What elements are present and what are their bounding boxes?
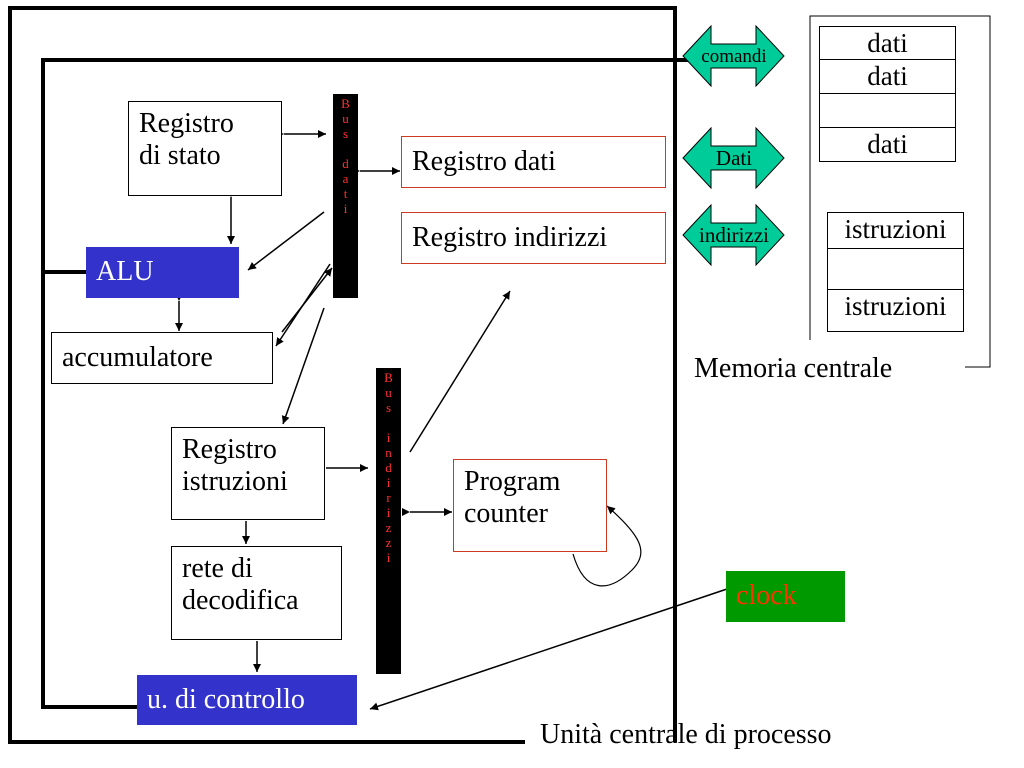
memory-instr-cell-1: istruzioni [827,212,964,249]
link-label-dati: Dati [716,146,752,170]
registro-stato-box: Registro di stato [128,101,282,196]
bus-indirizzi: B u s i n d i r i z z i [376,368,401,674]
arrow-pc-loop [572,505,642,587]
comandi-link-arrow [682,24,785,88]
bus-dati: B u s d a t i [333,94,358,298]
dati-link-arrow [682,126,785,190]
arrow-clock-uc [369,588,728,711]
clock-box: clock [726,571,845,622]
registro-istruzioni-box: Registro istruzioni [171,427,325,520]
accumulatore-box: accumulatore [51,332,273,384]
bus-dati-label: B u s d a t i [341,96,350,216]
memory-instr-cell-3: istruzioni [827,289,964,332]
link-label-indirizzi: indirizzi [699,223,769,247]
arrow-bus-alu [247,211,325,271]
indirizzi-link-arrow [682,203,785,267]
memory-instr-cell-2 [827,248,964,290]
alu-box: ALU [86,247,239,298]
memory-data-cell-3 [819,93,956,128]
memory-data-cell-4: dati [819,127,956,162]
link-label-comandi: comandi [701,46,766,67]
control-bus-line [41,58,700,709]
memory-data-cell-1: dati [819,26,956,60]
registro-indirizzi-box: Registro indirizzi [401,212,666,264]
arrow-bus-istr [281,307,325,425]
arrow-bus-acc-2 [281,267,333,333]
rete-decodifica-box: rete di decodifica [171,546,342,640]
memory-data-cell-2: dati [819,59,956,94]
unita-controllo-box: u. di controllo [137,675,357,725]
cpu-title: Unità centrale di processo [540,719,832,750]
arrow-busind-regind [409,290,511,453]
cpu-frame [8,6,677,744]
memory-title: Memoria centrale [694,353,893,384]
program-counter-box: Program counter [453,459,607,552]
registro-dati-box: Registro dati [401,136,666,188]
memory-bracket [809,15,991,368]
bus-indirizzi-label: B u s i n d i r i z z i [384,370,393,565]
